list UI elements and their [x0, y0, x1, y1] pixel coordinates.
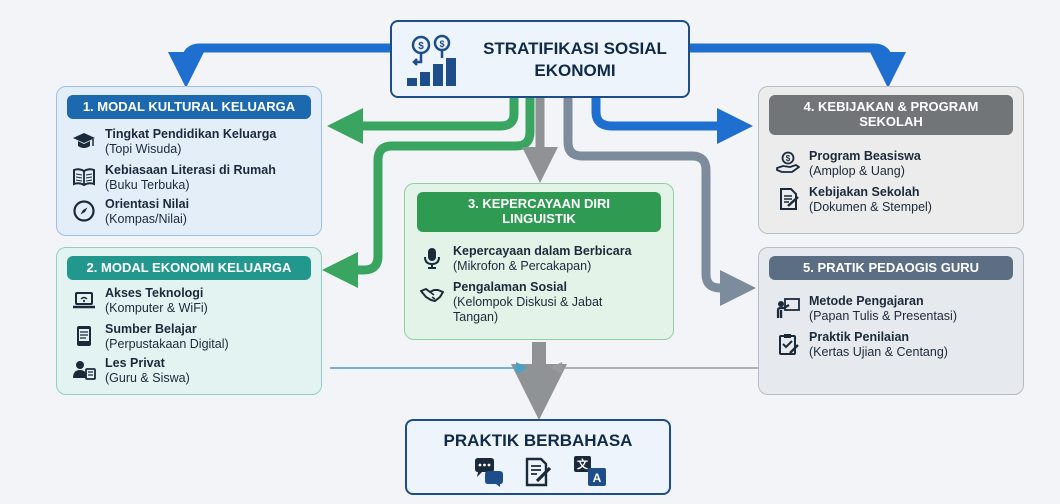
item-subtitle: (Komputer & WiFi) [105, 301, 208, 315]
open-book-icon [69, 163, 99, 191]
money-hand-icon: $ [773, 149, 803, 177]
list-item: Sumber Belajar(Perpustakaan Digital) [69, 322, 229, 352]
list-item: Kebiasaan Literasi di Rumah(Buku Terbuka… [69, 163, 276, 193]
box5-header: 5. PRATIK PEDAOGIS GURU [769, 256, 1013, 280]
item-subtitle: (Amplop & Uang) [809, 164, 905, 178]
list-item: Akses Teknologi(Komputer & WiFi) [69, 286, 208, 316]
list-item: Praktik Penilaian(Kertas Ujian & Centang… [773, 330, 948, 360]
arrow-top-to-box5 [563, 98, 756, 306]
box3-title-line1: 3. KEPERCAYAAN DIRI [467, 196, 611, 212]
money-growth-icon: $ $ [404, 34, 460, 88]
list-item: Metode Pengajaran(Papan Tulis & Presenta… [773, 294, 957, 324]
item-title: Tingkat Pendidikan Keluarga [105, 127, 277, 141]
item-subtitle: (Papan Tulis & Presentasi) [809, 309, 957, 323]
whiteboard-icon [773, 294, 803, 322]
writing-icon [523, 457, 553, 487]
item-subtitle: (Guru & Siswa) [105, 371, 190, 385]
box-modal-kultural: 1. MODAL KULTURAL KELUARGA Tingkat Pendi… [56, 86, 322, 236]
item-title: Praktik Penilaian [809, 330, 910, 344]
svg-text:$: $ [418, 41, 424, 52]
handshake-icon [417, 280, 447, 308]
chat-bubbles-icon [473, 457, 505, 487]
item-subtitle: (Kertas Ujian & Centang) [809, 345, 948, 359]
top-box: $ $ STRATIFIKASI SOSIAL EKONOMI [390, 20, 690, 98]
arrow-top-to-box4-side [591, 98, 753, 144]
tutor-icon [69, 356, 99, 384]
top-title-line2: EKONOMI [534, 61, 616, 80]
top-title-line1: STRATIFIKASI SOSIAL [483, 39, 667, 58]
arrow-top-to-box2 [322, 98, 535, 288]
box-modal-ekonomi: 2. MODAL EKONOMI KELUARGA Akses Teknolog… [56, 247, 322, 395]
box1-header: 1. MODAL KULTURAL KELUARGA [67, 95, 311, 119]
list-item: $ Program Beasiswa(Amplop & Uang) [773, 149, 921, 179]
list-item: Orientasi Nilai(Kompas/Nilai) [69, 197, 189, 227]
item-subtitle-cont: Tangan) [453, 310, 499, 324]
top-title: STRATIFIKASI SOSIAL EKONOMI [464, 38, 686, 82]
item-title: Pengalaman Sosial [453, 280, 567, 294]
tablet-book-icon [69, 322, 99, 350]
arrow-top-to-box1-side [327, 98, 519, 144]
microphone-icon [417, 244, 447, 272]
item-subtitle: (Buku Terbuka) [105, 178, 190, 192]
compass-icon [69, 197, 99, 225]
item-title: Metode Pengajaran [809, 294, 924, 308]
item-title: Kepercayaan dalam Berbicara [453, 244, 632, 258]
box2-header: 2. MODAL EKONOMI KELUARGA [67, 256, 311, 280]
item-subtitle: (Kompas/Nilai) [105, 212, 187, 226]
list-item: Tingkat Pendidikan Keluarga(Topi Wisuda) [69, 127, 276, 157]
item-subtitle: (Mikrofon & Percakapan) [453, 259, 592, 273]
svg-text:$: $ [439, 39, 444, 49]
item-title: Sumber Belajar [105, 322, 197, 336]
arrow-top-to-box4 [690, 43, 906, 88]
arrow-top-to-box1 [168, 43, 392, 88]
item-title: Program Beasiswa [809, 149, 921, 163]
item-title: Les Privat [105, 356, 165, 370]
bottom-title: PRAKTIK BERBAHASA [443, 431, 633, 450]
box-praktik-pedagogis: 5. PRATIK PEDAOGIS GURU Metode Pengajara… [758, 247, 1024, 395]
laptop-wifi-icon [69, 286, 99, 314]
box4-title-line1: 4. KEBIJAKAN & PROGRAM [803, 99, 979, 115]
item-subtitle: (Perpustakaan Digital) [105, 337, 229, 351]
list-item: Kebijakan Sekolah(Dokumen & Stempel) [773, 185, 932, 215]
item-title: Orientasi Nilai [105, 197, 190, 211]
list-item: Pengalaman Sosial(Kelompok Diskusi & Jab… [417, 280, 602, 325]
checklist-icon [773, 330, 803, 358]
item-title: Kebiasaan Literasi di Rumah [105, 163, 276, 177]
box3-title-line2: LINGUISTIK [502, 211, 576, 226]
item-subtitle: (Kelompok Diskusi & Jabat [453, 295, 603, 309]
document-icon [773, 185, 803, 213]
svg-text:A: A [593, 471, 602, 485]
item-subtitle: (Dokumen & Stempel) [809, 200, 932, 214]
svg-text:文: 文 [577, 457, 589, 471]
svg-text:$: $ [786, 154, 791, 163]
item-title: Akses Teknologi [105, 286, 204, 300]
list-item: Les Privat(Guru & Siswa) [69, 356, 190, 386]
item-subtitle: (Topi Wisuda) [105, 142, 182, 156]
item-title: Kebijakan Sekolah [809, 185, 920, 199]
list-item: Kepercayaan dalam Berbicara(Mikrofon & P… [417, 244, 632, 274]
graduation-cap-icon [69, 127, 99, 155]
box4-title-line2: SEKOLAH [859, 114, 923, 129]
